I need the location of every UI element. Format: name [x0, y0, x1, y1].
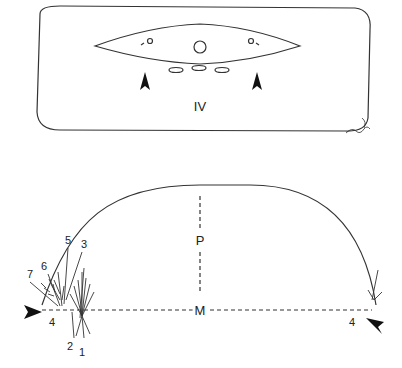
seta-number: 6	[41, 261, 47, 272]
seta-number: 7	[27, 269, 33, 280]
seta-number: 2	[67, 341, 73, 352]
axis-label: P	[194, 233, 207, 248]
axis-label: M	[193, 303, 208, 318]
seta-number: 4	[49, 317, 55, 328]
seta-number: 1	[79, 347, 85, 358]
seta-number: 5	[65, 235, 71, 246]
segment-label: IV	[194, 100, 206, 113]
seta-number: 3	[81, 239, 87, 250]
seta-number: 4	[349, 317, 355, 328]
